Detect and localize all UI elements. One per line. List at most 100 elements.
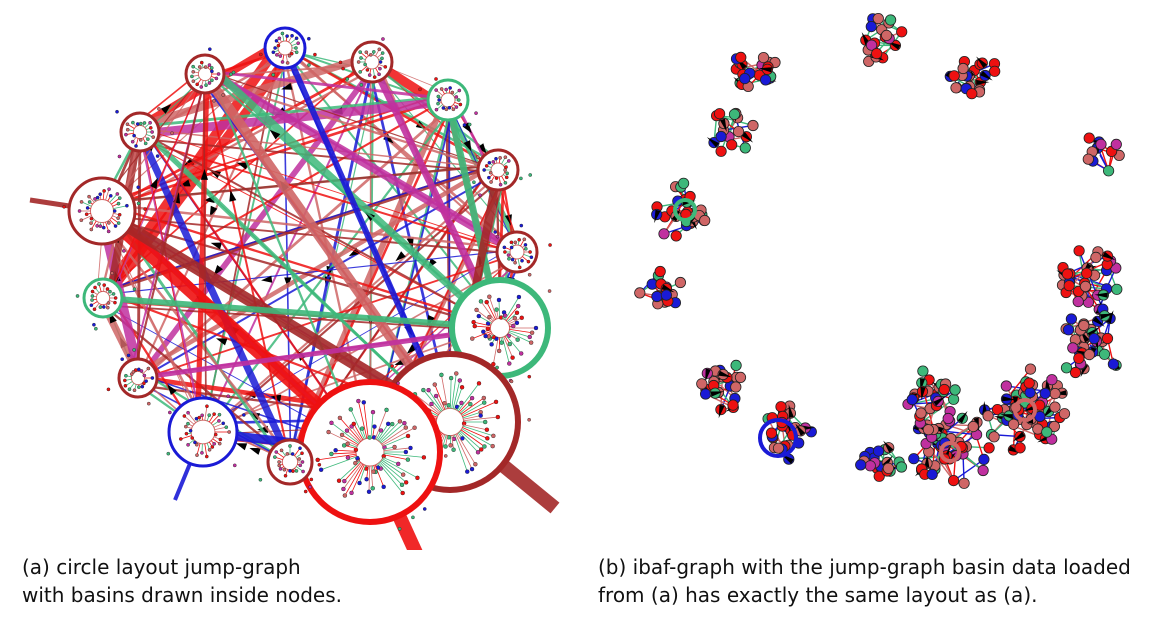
- basin-leaf: [448, 86, 452, 90]
- basin-leaf: [506, 159, 511, 163]
- basin-leaf: [484, 164, 489, 168]
- basin-leaf: [524, 246, 528, 251]
- basin-leaf: [503, 250, 507, 254]
- basin-leaf: [528, 250, 532, 254]
- edge-arrowhead: [477, 143, 487, 155]
- basin-leaf: [300, 451, 304, 456]
- satellite-node: [110, 271, 114, 275]
- ibaf-node: [1024, 363, 1037, 375]
- basin-branch: [379, 461, 403, 486]
- basin-branch: [320, 456, 357, 471]
- basin-leaf: [113, 300, 117, 305]
- basin-leaf: [326, 429, 331, 435]
- edge-arrowhead: [261, 275, 273, 283]
- satellite-node: [126, 353, 131, 358]
- basin-leaf: [115, 192, 120, 196]
- caption-b: (b) ibaf-graph with the jump-graph basin…: [598, 553, 1131, 609]
- satellite-node: [94, 326, 98, 331]
- basin-leaf: [451, 447, 456, 452]
- basin-leaf: [125, 127, 130, 132]
- basin-leaf: [390, 421, 395, 427]
- basin-leaf: [371, 469, 376, 474]
- basin-branch: [441, 374, 448, 409]
- basin-leaf: [436, 94, 441, 99]
- satellite-node: [548, 243, 552, 247]
- basin-leaf: [437, 98, 441, 102]
- basin-branch: [451, 435, 454, 450]
- ibaf-node: [872, 13, 884, 25]
- satellite-node: [136, 185, 141, 190]
- basin-leaf: [301, 469, 305, 474]
- basin-leaf: [116, 216, 120, 220]
- satellite-node: [528, 173, 533, 177]
- basin-leaf: [517, 237, 521, 242]
- ibaf-node: [896, 26, 908, 38]
- satellite-node: [155, 154, 160, 158]
- basin-node: [263, 26, 307, 70]
- basin-branch: [380, 422, 405, 444]
- basin-branch: [458, 431, 479, 453]
- ibaf-node: [1102, 165, 1115, 177]
- basin-leaf: [513, 240, 518, 245]
- basin-leaf: [396, 461, 401, 467]
- basin-leaf: [138, 121, 143, 126]
- basin-leaf: [210, 78, 214, 83]
- basin-leaf: [191, 79, 196, 84]
- ibaf-node: [1065, 313, 1077, 325]
- basin-leaf: [85, 206, 90, 210]
- basin-leaf: [193, 440, 197, 445]
- basin-leaf: [447, 105, 452, 110]
- basin-leaf: [190, 74, 194, 79]
- ibaf-node: [855, 459, 867, 471]
- basin-leaf: [98, 224, 103, 228]
- basin-leaf: [403, 425, 408, 430]
- basin-branch: [204, 406, 208, 421]
- basin-branch: [346, 430, 361, 443]
- basin-leaf: [107, 187, 111, 191]
- basin-leaf: [98, 192, 103, 197]
- satellite-node: [527, 374, 532, 379]
- basin-branch: [472, 331, 492, 339]
- ibaf-node: [1024, 386, 1036, 399]
- basin-branch: [363, 402, 369, 439]
- ibaf-node: [942, 412, 954, 425]
- basin-branch: [344, 463, 364, 496]
- basin-leaf: [294, 469, 299, 473]
- basin-leaf: [434, 107, 439, 112]
- satellite-node: [547, 289, 552, 293]
- basin-leaf: [273, 46, 277, 50]
- basin-leaf: [134, 144, 138, 148]
- basin-branch: [383, 447, 411, 452]
- ibaf-node: [926, 468, 938, 480]
- basin-leaf: [491, 433, 496, 439]
- basin-leaf: [207, 447, 212, 452]
- basin-leaf: [461, 421, 467, 426]
- ibaf-node: [739, 142, 751, 154]
- basin-leaf: [339, 432, 345, 438]
- basin-branch: [81, 215, 92, 221]
- basin-leaf: [106, 229, 111, 234]
- satellite-node: [136, 201, 141, 206]
- basin-branch: [506, 312, 518, 322]
- basin-leaf: [381, 454, 386, 459]
- ibaf-node: [1082, 153, 1094, 165]
- satellite-node: [308, 485, 312, 489]
- ibaf-arrowhead: [980, 71, 993, 81]
- basin-tree: [401, 371, 501, 474]
- basin-leaf: [359, 426, 365, 431]
- basin-leaf: [142, 121, 147, 125]
- satellite-node: [106, 387, 111, 392]
- ibaf-node: [949, 384, 961, 396]
- satellite-node: [212, 98, 216, 103]
- satellite-node: [475, 155, 480, 159]
- basin-leaf: [502, 245, 507, 250]
- basin-leaf: [278, 54, 283, 58]
- basin-leaf: [378, 60, 383, 64]
- basin-leaf: [199, 60, 204, 65]
- basin-branch: [359, 465, 366, 484]
- basin-leaf: [108, 194, 113, 198]
- basin-leaf: [195, 82, 199, 87]
- ibaf-node: [1083, 348, 1095, 361]
- basin-tree: [123, 366, 155, 393]
- basin-tree: [315, 398, 427, 498]
